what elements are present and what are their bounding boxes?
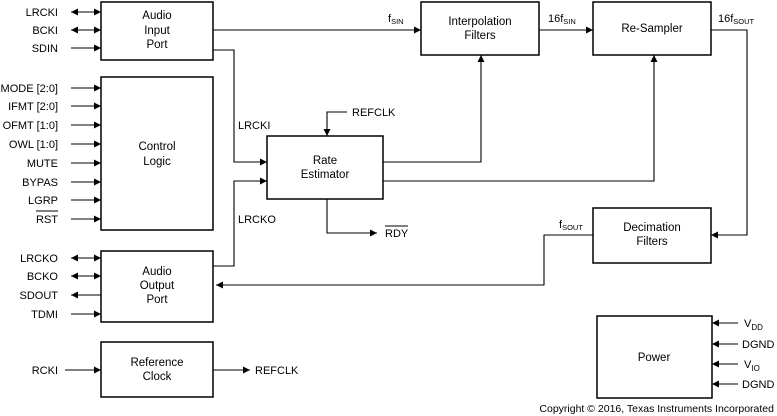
pin-lrcko: LRCKO [20, 253, 58, 265]
pin-vio: VIO [744, 359, 760, 373]
signal-lrcko: LRCKO [238, 214, 276, 226]
pin-mute: MUTE [27, 158, 58, 170]
audio-output-port-block: Audio Output Port [100, 250, 214, 323]
rdy-wire [326, 199, 377, 237]
audio-input-port-label-2: Input [144, 25, 170, 37]
input-port-pins: LRCKI BCKI SDIN [26, 7, 58, 55]
audio-input-port-label-3: Port [146, 39, 168, 51]
rate-estimator-label-2: Estimator [301, 169, 350, 181]
control-pins: MODE [2:0] IFMT [2:0] OFMT [1:0] OWL [1:… [1, 83, 59, 226]
decimation-filters-label-1: Decimation [623, 222, 681, 234]
audio-input-port-label-1: Audio [142, 10, 171, 22]
refclk-in-wire [323, 111, 347, 136]
signal-16fsin: 16fSIN [548, 13, 576, 26]
pin-ofmt: OFMT [1:0] [3, 120, 58, 132]
audio-output-port-label-3: Port [146, 294, 168, 306]
pin-mode: MODE [2:0] [1, 83, 58, 95]
signal-rdy: RDY [385, 228, 409, 240]
signal-16fsout: 16fSOUT [718, 13, 755, 26]
interpolation-filters-label-2: Filters [464, 30, 496, 42]
signal-lrcki: LRCKI [238, 120, 270, 132]
signal-fsin: fSIN [388, 13, 404, 26]
pin-rst: RST [36, 214, 58, 226]
audio-output-port-label-1: Audio [142, 266, 171, 278]
signal-fsout: fSOUT [559, 219, 583, 232]
pin-lrcki: LRCKI [26, 7, 58, 19]
pin-bcko: BCKO [27, 271, 59, 283]
power-label: Power [638, 352, 671, 364]
decimation-filters-block: Decimation Filters [592, 207, 712, 264]
re-sampler-label: Re-Sampler [621, 23, 683, 35]
decimation-filters-label-2: Filters [636, 236, 668, 248]
re-sampler-block: Re-Sampler [592, 1, 712, 56]
lrcki-to-estimator-wire [213, 49, 267, 166]
control-logic-label-2: Logic [143, 156, 171, 168]
control-logic-label-1: Control [138, 141, 175, 153]
pin-vdd: VDD [744, 318, 763, 332]
interpolation-filters-label-1: Interpolation [448, 16, 511, 28]
pin-dgnd-2: DGND [742, 379, 774, 391]
pin-dgnd-1: DGND [742, 339, 774, 351]
audio-output-port-label-2: Output [140, 280, 175, 292]
pin-sdout: SDOUT [20, 290, 59, 302]
output-port-pins: LRCKO BCKO SDOUT TDMI [20, 253, 59, 321]
pin-bypas: BYPAS [22, 177, 58, 189]
pin-lgrp: LGRP [28, 195, 58, 207]
pin-ifmt: IFMT [2:0] [8, 101, 58, 113]
reference-clock-label-1: Reference [130, 357, 183, 369]
power-block: Power [596, 315, 713, 399]
reference-clock-block: Reference Clock [100, 341, 214, 398]
reference-clock-label-2: Clock [143, 371, 172, 383]
pin-bcki: BCKI [32, 25, 58, 37]
interpolation-filters-block: Interpolation Filters [420, 1, 540, 56]
rate-estimator-block: Rate Estimator [266, 135, 384, 200]
signal-labels: REFCLK REFCLK LRCKI LRCKO RDY fSIN 16fSI… [238, 13, 755, 377]
estimator-to-interp-wire [383, 55, 485, 163]
estimator-to-resampler-wire [383, 55, 658, 182]
sixteen-fsout-wire [711, 29, 748, 239]
pin-owl: OWL [1:0] [9, 139, 58, 151]
fsout-wire [216, 234, 593, 289]
signal-refclk-in: REFCLK [352, 107, 396, 119]
rate-estimator-label-1: Rate [313, 155, 337, 167]
pin-rcki: RCKI [32, 365, 58, 377]
control-logic-block: Control Logic [100, 76, 214, 231]
pin-sdin: SDIN [32, 43, 58, 55]
power-pins: VDD DGND VIO DGND [742, 318, 774, 391]
wires [65, 8, 748, 388]
signal-refclk-out: REFCLK [255, 365, 299, 377]
pin-tdmi: TDMI [31, 309, 58, 321]
audio-input-port-block: Audio Input Port [100, 1, 214, 61]
lrcko-to-estimator-wire [213, 177, 267, 267]
copyright-notice: Copyright © 2016, Texas Instruments Inco… [539, 403, 774, 415]
